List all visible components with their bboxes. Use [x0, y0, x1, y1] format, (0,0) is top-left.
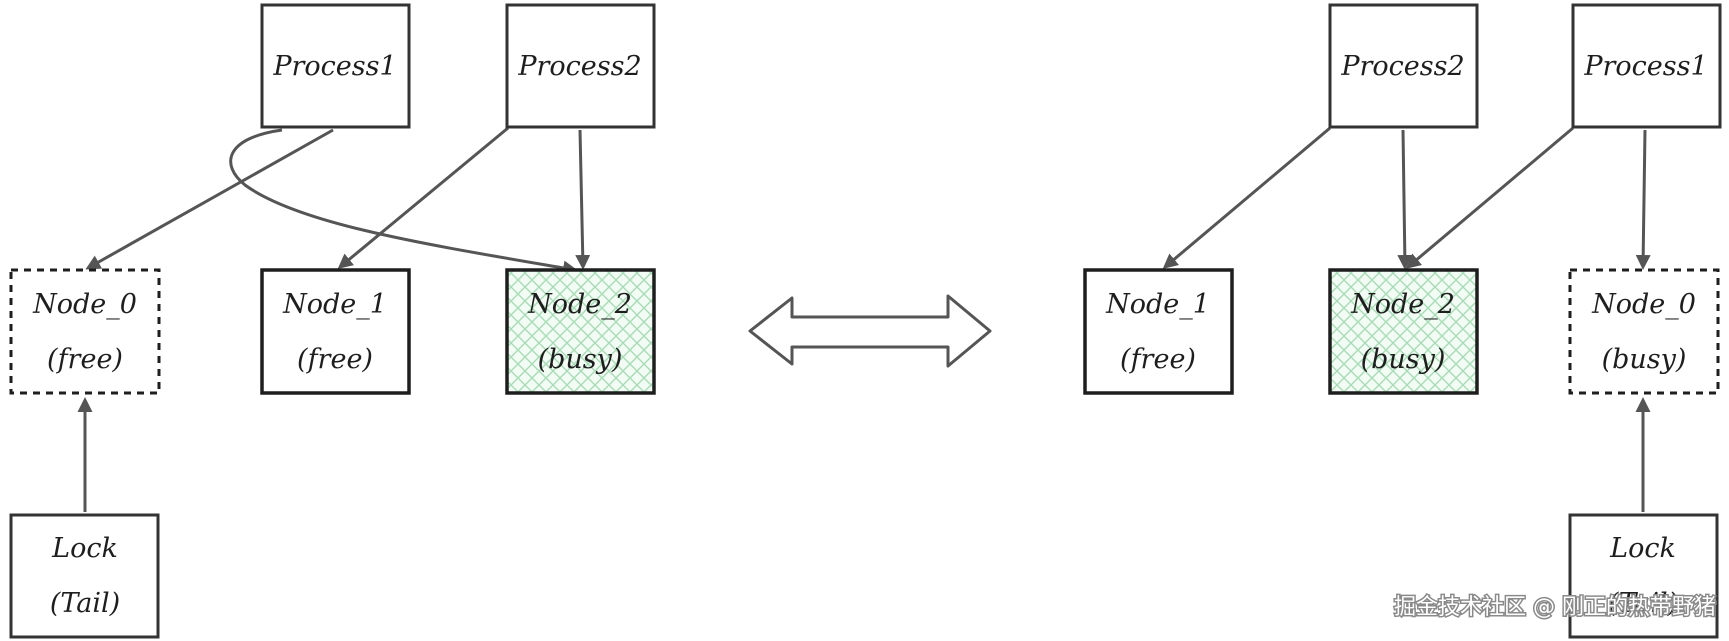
left-node2-title: Node_2	[527, 289, 632, 320]
left-lock-sub: (Tail)	[50, 588, 120, 619]
left-node1-status: (free)	[297, 344, 373, 375]
right-node2-box: Node_2 (busy)	[1328, 268, 1479, 395]
left-node0-box: Node_0 (free)	[9, 268, 161, 395]
right-node1-box: Node_1 (free)	[1083, 268, 1234, 395]
watermark: 掘金技术社区 @ 刚正的热带野猪	[1394, 595, 1716, 620]
right-process2-box: Process2	[1328, 3, 1479, 129]
edge-r-p1-node2	[1405, 126, 1574, 269]
left-node2-status: (busy)	[538, 344, 623, 375]
right-node2-status: (busy)	[1361, 344, 1446, 375]
edge-r-p1-node0	[1635, 129, 1651, 270]
left-node1-box: Node_1 (free)	[260, 268, 411, 395]
right-process1-label: Process1	[1583, 51, 1707, 82]
right-node0-box: Node_0 (busy)	[1568, 268, 1720, 395]
right-node2-title: Node_2	[1350, 289, 1455, 320]
left-node2-box: Node_2 (busy)	[505, 268, 656, 395]
edge-p1-node0	[85, 128, 334, 270]
right-node1-title: Node_1	[1105, 289, 1210, 320]
left-diagram: Process1 Process2 Node_0 (free) Node_1 (…	[9, 3, 656, 639]
right-lock-title: Lock	[1609, 533, 1676, 564]
left-process1-label: Process1	[272, 51, 396, 82]
left-lock-box: Lock (Tail)	[9, 513, 160, 639]
left-process1-box: Process1	[260, 3, 411, 129]
right-process2-label: Process2	[1340, 51, 1464, 82]
right-diagram: Process2 Process1 Node_1 (free) Node_2 (…	[1083, 3, 1722, 639]
left-node0-status: (free)	[47, 344, 123, 375]
left-process2-label: Process2	[517, 51, 641, 82]
right-process1-box: Process1	[1571, 3, 1722, 129]
right-node0-status: (busy)	[1602, 344, 1687, 375]
left-node0-title: Node_0	[32, 289, 137, 320]
double-arrow-icon	[748, 294, 992, 368]
right-lock-box: Lock (Tail)	[1568, 513, 1719, 639]
right-node1-status: (free)	[1120, 344, 1196, 375]
edge-r-p2-node1	[1162, 126, 1331, 269]
left-process2-box: Process2	[505, 3, 656, 129]
edge-p2-node2	[575, 129, 591, 270]
edge-p2-node1	[337, 126, 509, 269]
edge-p1-node2-curve	[229, 128, 578, 276]
left-node1-title: Node_1	[282, 289, 387, 320]
right-lock-sub: (Tail)	[1608, 588, 1678, 619]
left-lock-title: Lock	[51, 533, 118, 564]
right-node0-title: Node_0	[1591, 289, 1696, 320]
edge-r-p2-node2	[1397, 129, 1413, 270]
